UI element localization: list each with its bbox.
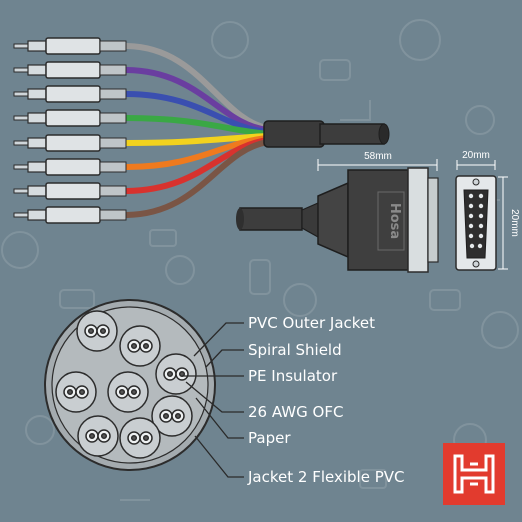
db25-connector-front	[455, 175, 497, 271]
plug-1	[13, 37, 127, 55]
hosa-logo-icon	[443, 443, 505, 505]
height-label: 20mm	[509, 209, 520, 237]
plug-2	[13, 61, 127, 79]
background-pattern	[1, 19, 519, 501]
plug-8	[13, 206, 127, 224]
cable-brown	[122, 139, 271, 218]
label-pvc-outer-jacket: PVC Outer Jacket	[248, 314, 375, 332]
breakout-cables	[122, 43, 271, 218]
label-pe-insulator: PE Insulator	[248, 367, 338, 385]
cross-section-labels: PVC Outer Jacket Spiral Shield PE Insula…	[247, 314, 404, 486]
conductor-cores	[55, 310, 197, 459]
length-dimension	[317, 159, 438, 171]
plug-6	[13, 158, 127, 176]
cable-gray	[122, 43, 271, 131]
cable-purple	[122, 67, 271, 133]
connector-brand-mark: Hosa	[387, 203, 402, 239]
plug-5	[13, 134, 127, 152]
db25-connector-side	[236, 167, 439, 273]
leader-lines	[182, 322, 244, 478]
label-jacket-2-flexible-pvc: Jacket 2 Flexible PVC	[247, 468, 404, 486]
label-26-awg-ofc: 26 AWG OFC	[248, 403, 343, 421]
cable-cross-section	[44, 299, 216, 471]
plug-3	[13, 85, 127, 103]
cable-bundle	[263, 120, 390, 148]
cable-blue	[122, 91, 271, 135]
label-paper: Paper	[248, 429, 291, 447]
width-label: 20mm	[462, 150, 490, 161]
width-dimension	[456, 160, 508, 270]
label-spiral-shield: Spiral Shield	[248, 341, 342, 359]
cable-green	[122, 115, 271, 137]
plug-4	[13, 109, 127, 127]
ts-plugs	[13, 37, 127, 224]
plug-7	[13, 182, 127, 200]
length-label: 58mm	[364, 151, 392, 162]
cable-yellow	[122, 133, 271, 146]
